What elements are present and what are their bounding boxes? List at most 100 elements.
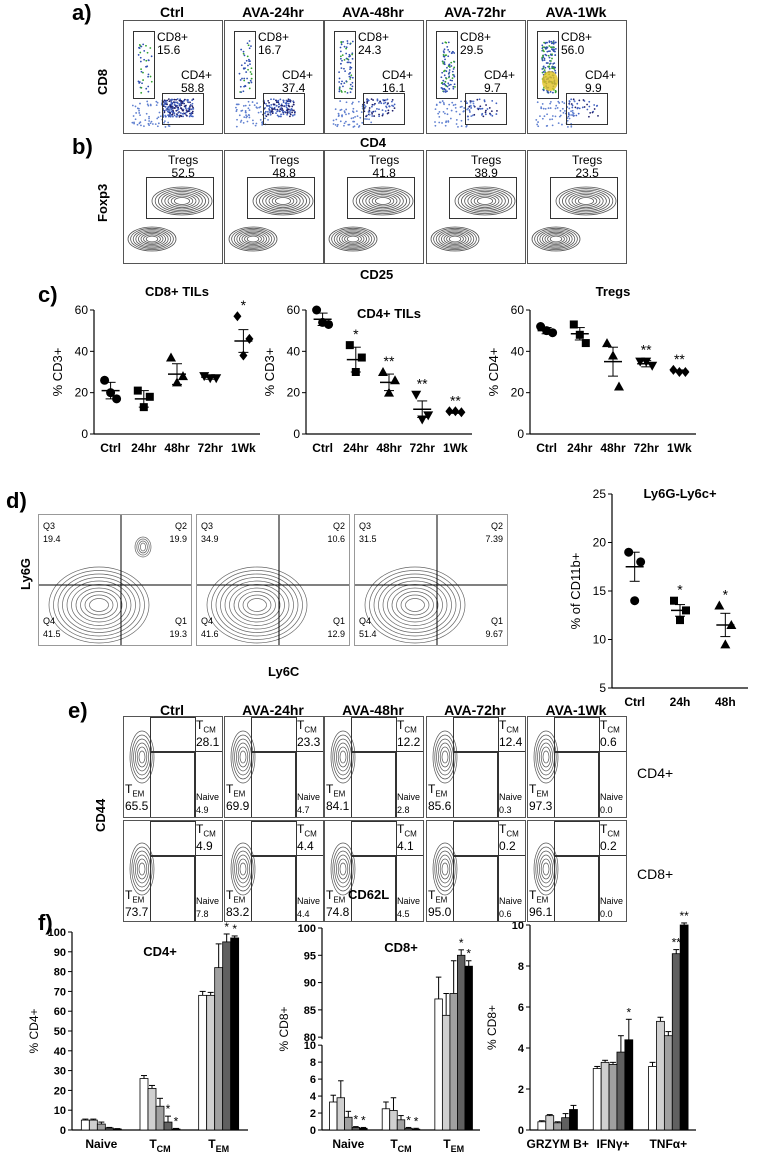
flow-dot bbox=[368, 109, 371, 112]
panel-a-column-title: Ctrl bbox=[159, 4, 185, 20]
contour-ring bbox=[161, 191, 203, 211]
flow-dot bbox=[544, 53, 547, 56]
bar bbox=[441, 1014, 451, 1131]
flow-dot bbox=[354, 115, 356, 118]
contour-ring bbox=[378, 577, 452, 633]
flow-dot bbox=[166, 103, 168, 106]
data-point bbox=[239, 350, 248, 361]
contour-lines bbox=[228, 186, 314, 252]
flow-dot bbox=[552, 42, 555, 45]
flow-dot bbox=[238, 114, 241, 117]
contour-lines bbox=[328, 186, 414, 252]
y-tick-label: 40 bbox=[511, 344, 525, 358]
flow-dot bbox=[444, 41, 447, 44]
contour-ring bbox=[446, 234, 464, 244]
flow-dot bbox=[448, 87, 451, 90]
contour-ring bbox=[477, 197, 494, 205]
flow-dot bbox=[545, 41, 547, 44]
flow-dot bbox=[554, 115, 557, 118]
flow-dot bbox=[280, 109, 283, 112]
tcm-gate bbox=[351, 821, 397, 857]
significance-marker: * bbox=[166, 1102, 171, 1116]
flow-dot bbox=[345, 101, 348, 104]
flow-dot bbox=[450, 109, 453, 112]
tem-gate bbox=[554, 855, 600, 921]
flow-dot bbox=[568, 103, 571, 106]
flow-dot bbox=[244, 104, 247, 107]
contour-ring bbox=[131, 734, 153, 780]
flow-dot bbox=[554, 69, 556, 72]
data-point bbox=[581, 339, 590, 348]
flow-dot bbox=[251, 101, 254, 103]
panel-a-column-title: AVA-48hr bbox=[342, 4, 404, 20]
contour-ring bbox=[405, 598, 425, 612]
flow-dot bbox=[552, 50, 555, 53]
flow-dot bbox=[270, 103, 273, 106]
flow-dot bbox=[551, 53, 553, 56]
flow-dot bbox=[448, 84, 451, 86]
contour-ring bbox=[137, 231, 167, 247]
flow-dot bbox=[495, 113, 498, 115]
significance-marker: * bbox=[459, 936, 464, 950]
flow-dot bbox=[351, 81, 354, 84]
y-tick-label: 0 bbox=[81, 427, 88, 441]
flow-dot bbox=[248, 40, 251, 42]
flow-dot bbox=[357, 100, 360, 103]
contour-ring bbox=[457, 188, 513, 214]
flow-dot bbox=[571, 114, 573, 116]
flow-dot bbox=[368, 113, 371, 116]
flow-dot bbox=[280, 107, 283, 109]
contour-lines bbox=[531, 186, 617, 252]
contour-ring bbox=[215, 573, 299, 637]
contour-ring bbox=[48, 566, 150, 644]
flow-dot bbox=[443, 82, 446, 85]
flow-dot bbox=[259, 118, 262, 121]
flow-dot bbox=[132, 115, 135, 117]
flow-dot bbox=[572, 98, 575, 101]
flow-dot bbox=[164, 126, 167, 128]
flow-dot bbox=[378, 102, 380, 104]
flow-dot bbox=[542, 49, 544, 52]
flow-dot bbox=[250, 77, 253, 80]
data-point bbox=[647, 361, 658, 371]
flow-dot bbox=[578, 107, 581, 110]
flow-dot bbox=[458, 113, 461, 116]
flow-dot bbox=[441, 122, 443, 124]
flow-dot bbox=[342, 40, 344, 43]
flow-dot bbox=[143, 125, 145, 128]
contour-ring bbox=[562, 189, 611, 213]
flow-dot bbox=[448, 50, 451, 53]
flow-dot bbox=[550, 101, 552, 103]
flow-dot bbox=[543, 59, 546, 62]
contour-ring bbox=[540, 858, 552, 880]
flow-dot bbox=[348, 53, 351, 56]
flow-dot bbox=[368, 118, 370, 121]
panel-e-column-title: AVA-48hr bbox=[342, 702, 404, 718]
flow-dot bbox=[373, 103, 376, 106]
bar bbox=[396, 1119, 406, 1131]
flow-dot bbox=[567, 115, 570, 118]
data-point bbox=[384, 387, 394, 397]
flow-dots bbox=[131, 43, 195, 128]
flow-dot bbox=[267, 118, 269, 121]
contour-ring bbox=[568, 192, 604, 210]
flow-dot bbox=[243, 54, 246, 57]
contour-ring bbox=[237, 858, 249, 880]
treg-gate bbox=[247, 177, 315, 219]
naive-gate bbox=[598, 855, 626, 921]
flow-dot bbox=[138, 122, 141, 125]
flow-dot bbox=[170, 102, 173, 105]
flow-dot bbox=[557, 100, 560, 103]
flow-dot bbox=[248, 116, 251, 119]
cd4-gate-label: CD4+ 9.9 bbox=[585, 68, 617, 95]
y-axis-label: % CD4+ bbox=[27, 1008, 41, 1053]
flow-dot bbox=[239, 85, 242, 88]
flow-dot bbox=[459, 106, 462, 108]
flow-dot bbox=[351, 76, 354, 79]
